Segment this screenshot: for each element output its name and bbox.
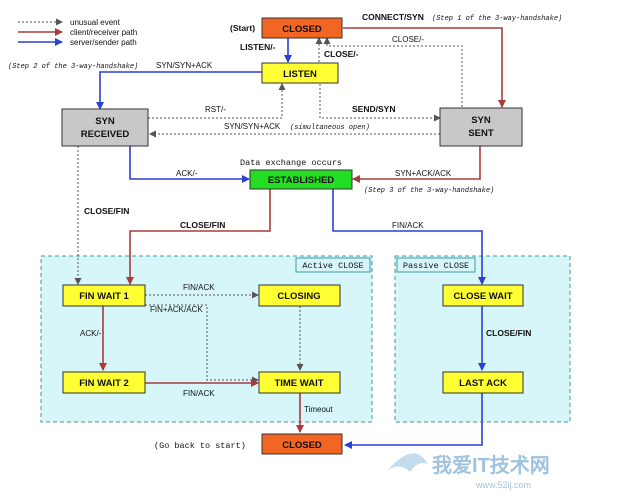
label-step1: (Step 1 of the 3-way-handshake) [432, 15, 562, 23]
legend-unusual-label: unusual event [70, 18, 121, 27]
passive-close-title: Passive CLOSE [403, 261, 469, 271]
label-fin-ack-closing: FIN/ACK [183, 283, 215, 292]
arrow-synsent-established [352, 146, 481, 183]
label-send-syn: SEND/SYN [352, 104, 395, 114]
state-fin-wait-2-label: FIN WAIT 2 [79, 378, 129, 389]
passive-close-title-box [396, 257, 476, 273]
arrow-established-finwait1 [126, 189, 271, 285]
label-close-fin-cw: CLOSE/FIN [486, 328, 531, 338]
watermark-wing-icon [388, 453, 428, 472]
label-data-exchange: Data exchange occurs [240, 158, 342, 168]
state-last-ack-label: LAST ACK [459, 378, 507, 389]
label-close-from-sent: CLOSE/- [392, 35, 424, 44]
label-timeout: Timeout [304, 405, 333, 414]
label-syn-synack: SYN/SYN+ACK [156, 61, 213, 70]
label-synack-ack: SYN+ACK/ACK [395, 169, 452, 178]
state-established-label: ESTABLISHED [268, 175, 334, 186]
arrow-closed-synsent [343, 27, 506, 108]
state-close-wait-label: CLOSE WAIT [453, 291, 512, 302]
label-fin-ack-ack: FIN+ACK/ACK [150, 305, 203, 314]
state-closed-bottom-label: CLOSED [282, 440, 322, 451]
label-simultaneous: (simultaneous open) [290, 124, 370, 132]
arrow-listen-synrcvd [96, 71, 262, 110]
label-close-from-listen: CLOSE/- [324, 49, 359, 59]
label-close-fin-mid: CLOSE/FIN [180, 220, 225, 230]
state-listen [261, 62, 339, 84]
state-established [249, 169, 353, 190]
state-closing [258, 284, 341, 307]
arrow-lastack-closed [344, 393, 483, 449]
state-syn-sent-label-2: SENT [468, 128, 494, 139]
label-step2: (Step 2 of the 3-way-handshake) [8, 63, 138, 71]
state-time-wait [258, 371, 341, 394]
state-syn-received [61, 108, 149, 147]
state-closed-bottom [261, 433, 343, 455]
label-fin-ack-right: FIN/ACK [392, 221, 424, 230]
arrow-synrcvd-established [129, 146, 250, 183]
label-fin-ack-fw2: FIN/ACK [183, 389, 215, 398]
watermark-url: www.52ij.com [475, 480, 531, 490]
label-ack-dash: ACK/- [176, 169, 198, 178]
state-closed-top-label: CLOSED [282, 24, 322, 35]
label-go-back: (Go back to start) [154, 441, 246, 451]
label-syn-synack-sim: SYN/SYN+ACK [224, 122, 281, 131]
label-listen-cmd: LISTEN/- [240, 42, 276, 52]
arrow-established-closewait [332, 189, 486, 285]
active-close-title: Active CLOSE [302, 261, 363, 271]
start-label: (Start) [230, 23, 255, 33]
state-listen-label: LISTEN [283, 69, 317, 80]
watermark-title: 我爱IT技术网 [432, 453, 550, 477]
label-step3: (Step 3 of the 3-way-handshake) [364, 187, 494, 195]
state-syn-received-label-2: RECEIVED [81, 129, 130, 140]
arrow-synsent-closed [323, 37, 463, 107]
watermark: 我爱IT技术网 www.52ij.com [388, 453, 550, 490]
label-rst: RST/- [205, 105, 226, 114]
state-syn-sent [439, 107, 523, 147]
active-close-title-box [295, 257, 371, 273]
label-close-fin-left: CLOSE/FIN [84, 206, 129, 216]
legend: unusual event client/receiver path serve… [18, 18, 137, 47]
arrow-synrcvd-listen [148, 83, 286, 119]
label-ack-dash-fw1: ACK/- [80, 329, 102, 338]
state-time-wait-label: TIME WAIT [274, 378, 323, 389]
state-fin-wait-1 [62, 284, 146, 307]
legend-client-label: client/receiver path [70, 28, 137, 37]
arrow-listen-synsent [319, 84, 441, 122]
label-connect: CONNECT/SYN [362, 12, 424, 22]
state-syn-received-label-1: SYN [95, 116, 115, 127]
state-closed-top [261, 17, 343, 39]
state-closing-label: CLOSING [277, 291, 320, 302]
state-last-ack [442, 371, 524, 394]
state-close-wait [442, 284, 524, 307]
state-fin-wait-1-label: FIN WAIT 1 [79, 291, 129, 302]
state-fin-wait-2 [62, 371, 146, 394]
state-syn-sent-label-1: SYN [471, 115, 491, 126]
legend-server-label: server/sender path [70, 38, 137, 47]
